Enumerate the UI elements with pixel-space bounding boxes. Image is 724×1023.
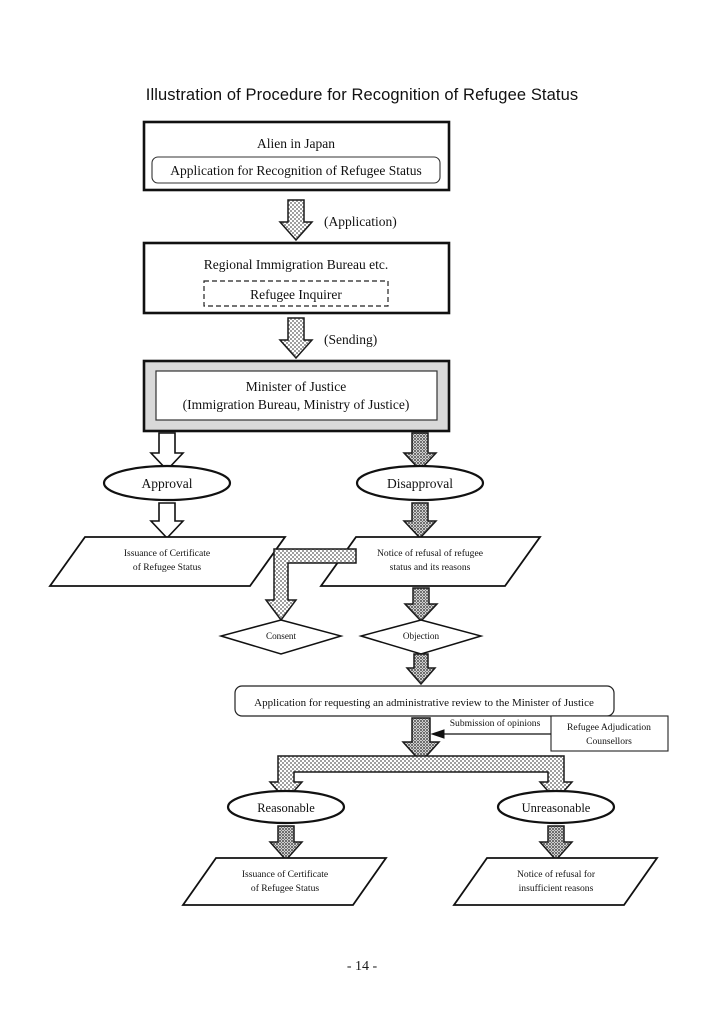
objection-label: Objection (403, 631, 440, 641)
alien-box-inner (151, 156, 441, 184)
arrow-objection-to-review (405, 653, 437, 686)
final-certificate-parallelogram (181, 857, 388, 906)
reasonable-ellipse-shape (226, 789, 346, 825)
down-arrow-icon (405, 653, 437, 686)
consent-label: Consent (266, 631, 297, 641)
alien-box-title: Alien in Japan (257, 136, 335, 151)
node-minister-of-justice: Minister of Justice (Immigration Bureau,… (142, 359, 451, 433)
node-regional-immigration-bureau: Regional Immigration Bureau etc. Refugee… (142, 241, 451, 315)
arrow-notice-to-consent (264, 548, 357, 622)
node-reasonable: Reasonable (226, 789, 346, 825)
consent-diamond-shape (218, 619, 344, 655)
reasonable-label: Reasonable (257, 801, 315, 815)
final-refusal-line1: Notice of refusal for (517, 869, 596, 880)
down-arrow-icon (149, 432, 185, 472)
node-unreasonable: Unreasonable (496, 789, 616, 825)
refugee-inquirer-label: Refugee Inquirer (250, 287, 342, 302)
final-refusal-line2: insufficient reasons (519, 883, 594, 894)
down-arrow-icon (149, 502, 185, 540)
down-arrow-icon (538, 825, 574, 862)
down-arrow-icon (401, 717, 441, 764)
edge-label-application: (Application) (324, 214, 397, 229)
refusal-notice-line2: status and its reasons (390, 562, 471, 573)
node-refugee-adjudication-counsellors: Refugee Adjudication Counsellors (550, 715, 669, 752)
down-arrow-icon (403, 587, 439, 623)
down-arrow-icon (402, 502, 438, 540)
minister-title-line2: (Immigration Bureau, Ministry of Justice… (183, 397, 410, 412)
minister-inner-box (155, 370, 438, 421)
node-consent: Consent (218, 619, 344, 655)
node-review-application: Application for requesting an administra… (234, 685, 615, 717)
node-alien-in-japan: Alien in Japan Application for Recogniti… (142, 120, 451, 192)
down-arrow-icon (278, 317, 314, 360)
unreasonable-label: Unreasonable (522, 801, 591, 815)
refugee-inquirer-box (203, 280, 389, 307)
refusal-notice-parallelogram (319, 536, 542, 587)
review-application-box-shape (234, 685, 615, 717)
bureau-box-title: Regional Immigration Bureau etc. (204, 257, 388, 272)
arrow-review-to-split (401, 717, 441, 764)
edge-label-submission-of-opinions: Submission of opinions (450, 718, 541, 729)
final-certificate-line1: Issuance of Certificate (242, 869, 328, 880)
arrow-approval-to-certificate (149, 502, 185, 540)
counsellors-line2: Counsellors (586, 736, 632, 747)
arrow-reasonable-to-certificate (268, 825, 304, 862)
arrow-split-reasonable-unreasonable (268, 755, 574, 802)
down-arrow-icon (402, 432, 438, 472)
page-number: - 14 - (346, 959, 378, 974)
down-arrow-icon (278, 199, 314, 242)
node-issuance-certificate: Issuance of Certificate of Refugee Statu… (48, 536, 287, 587)
node-final-notice-refusal: Notice of refusal for insufficient reaso… (452, 857, 659, 906)
arrow-application (278, 199, 314, 242)
elbow-arrow-icon (264, 548, 357, 622)
final-certificate-line2: of Refugee Status (251, 883, 319, 894)
opinion-arrow-head (430, 729, 445, 739)
arrow-notice-to-objection (403, 587, 439, 623)
minister-title-line1: Minister of Justice (246, 379, 347, 394)
arrow-to-disapproval (402, 432, 438, 472)
arrow-unreasonable-to-refusal (538, 825, 574, 862)
down-arrow-icon (268, 825, 304, 862)
disapproval-label: Disapproval (387, 476, 453, 491)
arrow-sending (278, 317, 314, 360)
arrow-disapproval-to-notice (402, 502, 438, 540)
node-notice-of-refusal: Notice of refusal of refugee status and … (319, 536, 542, 587)
edge-label-sending: (Sending) (324, 332, 377, 347)
split-arrow-icon (268, 755, 574, 802)
node-disapproval: Disapproval (355, 464, 485, 502)
node-final-issuance-certificate: Issuance of Certificate of Refugee Statu… (181, 857, 388, 906)
certificate-line2: of Refugee Status (133, 562, 201, 573)
unreasonable-ellipse-shape (496, 789, 616, 825)
approval-ellipse-shape (102, 464, 232, 502)
approval-label: Approval (142, 476, 193, 491)
page-title: Illustration of Procedure for Recognitio… (145, 86, 579, 104)
arrow-submission-of-opinions (430, 729, 551, 739)
final-refusal-parallelogram (452, 857, 659, 906)
certificate-parallelogram (48, 536, 287, 587)
refusal-notice-line1: Notice of refusal of refugee (377, 548, 483, 559)
counsellors-line1: Refugee Adjudication (567, 722, 651, 733)
review-application-label: Application for requesting an administra… (254, 697, 594, 709)
node-objection: Objection (358, 619, 484, 655)
alien-application-label: Application for Recognition of Refugee S… (170, 163, 422, 178)
disapproval-ellipse-shape (355, 464, 485, 502)
node-approval: Approval (102, 464, 232, 502)
arrow-to-approval (149, 432, 185, 472)
certificate-line1: Issuance of Certificate (124, 548, 210, 559)
